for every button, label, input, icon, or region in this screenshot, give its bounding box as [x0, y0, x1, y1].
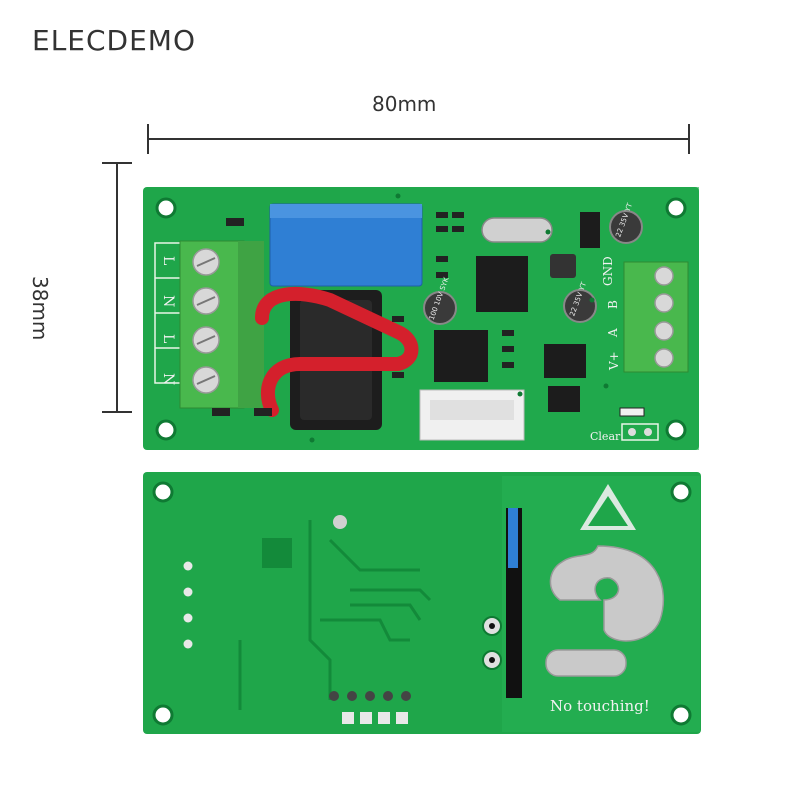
gnd-label: GND	[601, 256, 615, 286]
brand-logo: ELECDEMO	[32, 24, 196, 57]
no-touching-warning: No touching!	[550, 697, 650, 715]
b-label: B	[606, 300, 620, 309]
width-dimension-tick-right	[688, 124, 690, 154]
terminal-label-3: L	[160, 334, 176, 343]
terminal-label-1: L	[160, 256, 176, 265]
width-dimension-line	[148, 138, 690, 140]
height-dimension-tick-bottom	[102, 411, 132, 413]
a-label: A	[606, 328, 620, 338]
front-board	[143, 187, 699, 450]
terminal-label-2: N	[160, 295, 176, 307]
width-dimension-label: 80mm	[372, 92, 437, 116]
clear-label: Clear	[590, 430, 621, 443]
width-dimension-tick-left	[147, 124, 149, 154]
v-plus-label: V+	[607, 351, 621, 371]
terminal-label-4: N	[160, 373, 176, 385]
height-dimension-line	[116, 162, 118, 412]
height-dimension-tick-top	[102, 162, 132, 164]
back-board	[143, 472, 701, 734]
